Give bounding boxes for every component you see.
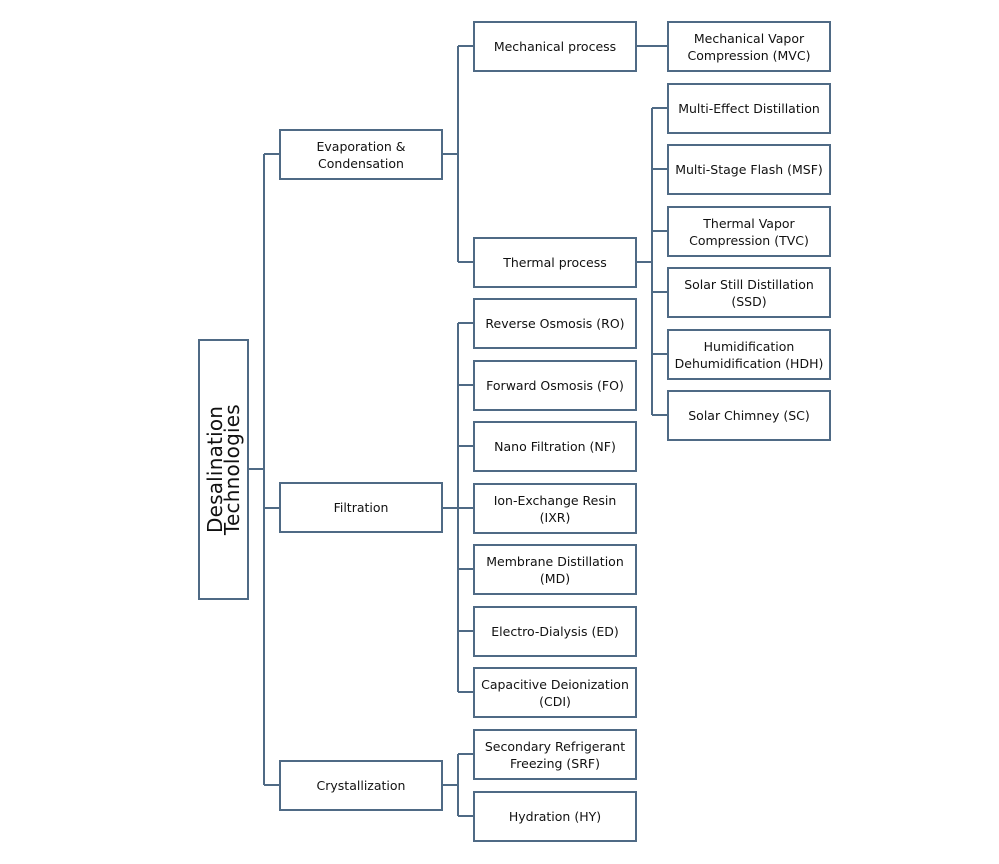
node-label: Thermal Vapor Compression (TVC) — [689, 215, 809, 248]
node-multi-effect-distillation: Multi-Effect Distillation — [667, 83, 831, 134]
node-mechanical-process: Mechanical process — [473, 21, 637, 72]
root-node: Desalination Technologies — [198, 339, 249, 600]
node-label: Thermal process — [503, 255, 607, 270]
node-ssd: Solar Still Distillation (SSD) — [667, 267, 831, 318]
node-msf: Multi-Stage Flash (MSF) — [667, 144, 831, 195]
node-label: Multi-Effect Distillation — [678, 101, 820, 116]
node-nano-filtration: Nano Filtration (NF) — [473, 421, 637, 472]
node-ion-exchange-resin: Ion-Exchange Resin (IXR) — [473, 483, 637, 534]
node-label: Crystallization — [316, 778, 406, 793]
node-label: Mechanical Vapor Compression (MVC) — [687, 30, 811, 63]
node-secondary-refrigerant-freezing: Secondary Refrigerant Freezing (SRF) — [473, 729, 637, 780]
node-label: Multi-Stage Flash (MSF) — [675, 162, 823, 177]
node-label: Membrane Distillation (MD) — [486, 553, 624, 586]
node-hdh: Humidification Dehumidification (HDH) — [667, 329, 831, 380]
node-label: Electro-Dialysis (ED) — [491, 624, 619, 639]
node-label: Ion-Exchange Resin (IXR) — [493, 492, 617, 525]
node-thermal-process: Thermal process — [473, 237, 637, 288]
node-label: Forward Osmosis (FO) — [486, 378, 624, 393]
node-membrane-distillation: Membrane Distillation (MD) — [473, 544, 637, 595]
node-tvc: Thermal Vapor Compression (TVC) — [667, 206, 831, 257]
node-label: Solar Still Distillation (SSD) — [684, 276, 814, 309]
node-solar-chimney: Solar Chimney (SC) — [667, 390, 831, 441]
node-label: Reverse Osmosis (RO) — [485, 316, 625, 331]
node-label: Capacitive Deionization (CDI) — [481, 676, 629, 709]
node-electro-dialysis: Electro-Dialysis (ED) — [473, 606, 637, 657]
node-label: Secondary Refrigerant Freezing (SRF) — [484, 738, 626, 771]
node-label: Filtration — [333, 500, 389, 515]
node-label: Evaporation & Condensation — [316, 138, 406, 171]
node-mvc: Mechanical Vapor Compression (MVC) — [667, 21, 831, 72]
node-capacitive-deionization: Capacitive Deionization (CDI) — [473, 667, 637, 718]
node-evaporation-condensation: Evaporation & Condensation — [279, 129, 443, 180]
node-label: Humidification Dehumidification (HDH) — [674, 338, 824, 371]
node-filtration: Filtration — [279, 482, 443, 533]
node-crystallization: Crystallization — [279, 760, 443, 811]
root-label: Desalination Technologies — [202, 404, 244, 535]
node-reverse-osmosis: Reverse Osmosis (RO) — [473, 298, 637, 349]
node-hydration: Hydration (HY) — [473, 791, 637, 842]
node-label: Solar Chimney (SC) — [688, 408, 810, 423]
node-label: Mechanical process — [493, 39, 617, 54]
node-label: Hydration (HY) — [508, 809, 602, 824]
node-forward-osmosis: Forward Osmosis (FO) — [473, 360, 637, 411]
node-label: Nano Filtration (NF) — [494, 439, 616, 454]
